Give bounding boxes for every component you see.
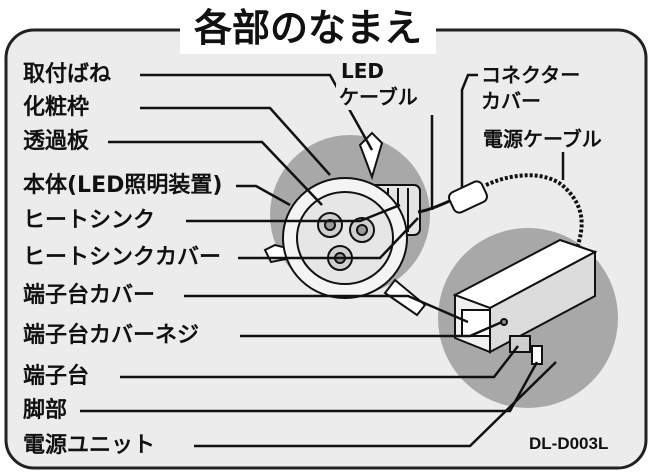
label-main-body: 本体(LED照明装置) xyxy=(20,173,226,199)
power-unit-illustration xyxy=(452,238,598,365)
page-title: 各部のなまえ xyxy=(180,2,437,54)
label-terminal-block: 端子台 xyxy=(20,364,93,390)
mounting-spring-top xyxy=(358,131,384,181)
label-mounting-spring: 取付ばね xyxy=(20,62,115,88)
label-decorative-frame: 化粧枠 xyxy=(20,95,93,121)
terminal-block xyxy=(509,335,531,353)
leader-lines xyxy=(80,73,565,448)
leader-terminal-block-cover-screw xyxy=(240,320,503,338)
leader-mounting-spring xyxy=(140,73,374,151)
leader-heat-sink-cover xyxy=(238,217,419,260)
mounting-spring-bottom xyxy=(383,278,427,317)
label-legs: 脚部 xyxy=(20,398,71,424)
label-power-cable: 電源ケーブル xyxy=(480,126,605,152)
label-connector-cover-line2: カバー xyxy=(478,88,544,114)
leader-diffuser-panel xyxy=(108,140,323,206)
power-cable-wire xyxy=(485,173,584,246)
leg xyxy=(531,345,543,365)
label-led-cable-line2: ケーブル xyxy=(336,84,421,110)
leader-terminal-block xyxy=(120,345,519,379)
model-number: DL-D003L xyxy=(527,434,611,454)
leader-main-body xyxy=(236,184,291,207)
leader-power-unit xyxy=(194,361,557,448)
terminal-block-cover xyxy=(461,309,491,337)
label-heat-sink: ヒートシンク xyxy=(20,208,159,234)
leader-legs xyxy=(80,361,539,413)
connector-cover-illustration xyxy=(448,180,488,214)
label-led-cable-line1: LED xyxy=(338,58,388,84)
leader-decorative-frame xyxy=(140,106,331,176)
label-terminal-block-cover-screw: 端子台カバーネジ xyxy=(20,323,203,349)
label-heat-sink-cover: ヒートシンクカバー xyxy=(20,245,225,271)
label-power-unit: 電源ユニット xyxy=(20,433,159,459)
label-connector-cover-line1: コネクター xyxy=(478,62,584,88)
label-terminal-block-cover: 端子台カバー xyxy=(20,283,159,309)
leader-connector-cover xyxy=(460,73,478,188)
leader-heat-sink xyxy=(186,203,401,223)
label-diffuser-panel: 透過板 xyxy=(20,129,93,155)
leader-terminal-block-cover xyxy=(184,294,469,324)
